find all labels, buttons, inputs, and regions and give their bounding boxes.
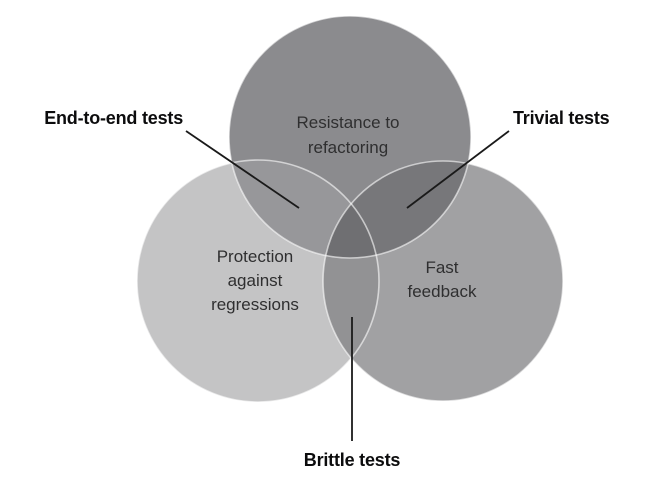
- protection-circle-label: Protection against regressions: [165, 245, 345, 317]
- pointer-lines: [185, 130, 510, 441]
- trivial-pointer-line: [406, 130, 510, 209]
- protection-label-line2: against: [227, 271, 283, 290]
- overlap-resistance-protection: [229, 160, 379, 258]
- brittle-tests-label: Brittle tests: [303, 450, 401, 470]
- circle-edge-highlights: [136, 15, 564, 403]
- resistance-label-line1: Resistance to: [296, 113, 400, 132]
- fast-label-line1: Fast: [425, 258, 459, 277]
- protection-label-line1: Protection: [216, 247, 294, 266]
- fast-label-line2: feedback: [407, 282, 477, 301]
- fast-circle-label: Fast feedback: [352, 256, 532, 304]
- trivial-tests-label: Trivial tests: [513, 108, 610, 128]
- end-to-end-pointer-line: [185, 130, 300, 209]
- resistance-label-line2: refactoring: [307, 138, 389, 157]
- overlap-resistance-fast: [323, 161, 471, 258]
- resistance-circle-label: Resistance to refactoring: [258, 110, 438, 160]
- end-to-end-tests-label: End-to-end tests: [44, 108, 183, 128]
- protection-label-line3: regressions: [211, 295, 299, 314]
